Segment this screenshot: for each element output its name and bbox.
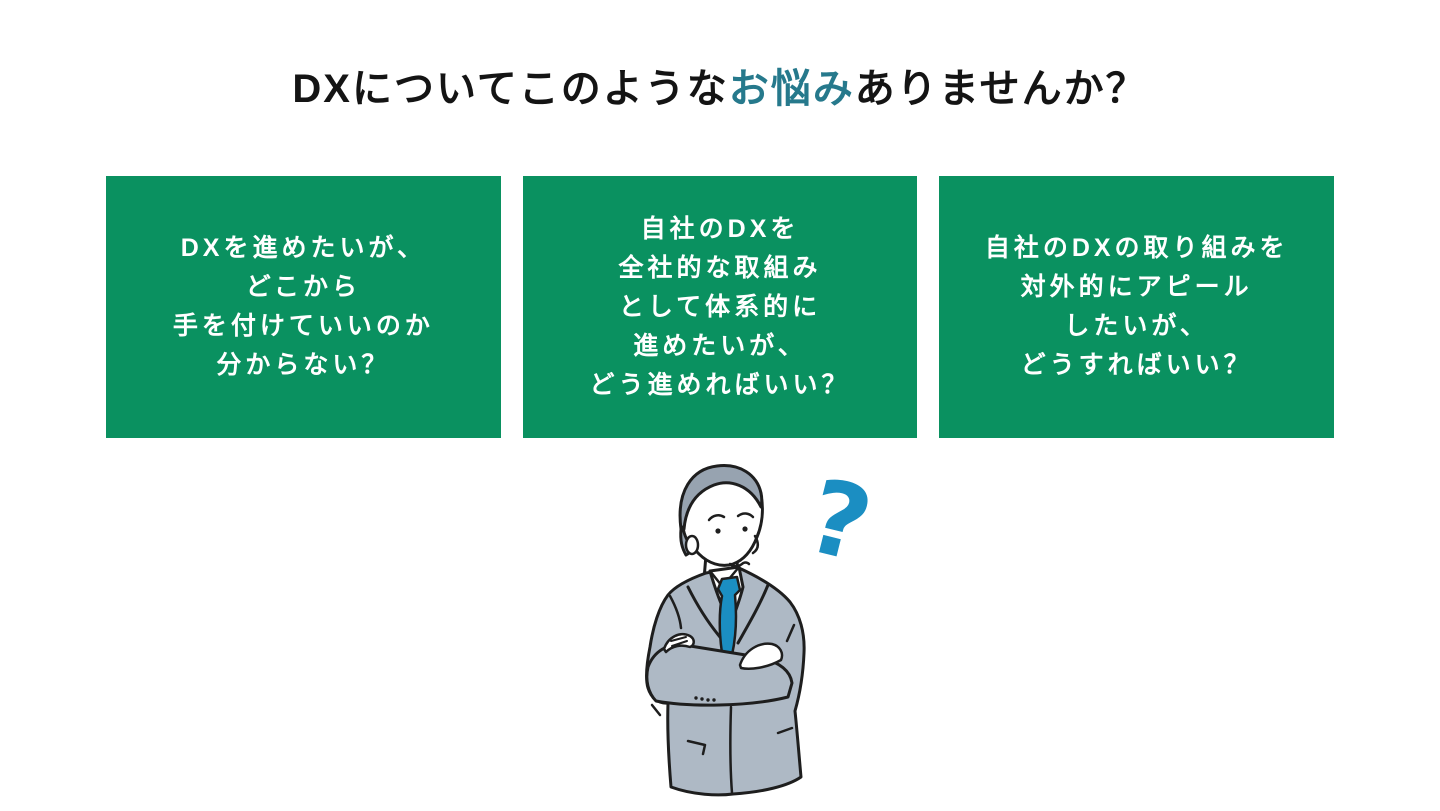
cuff-button xyxy=(694,696,698,700)
finger-line xyxy=(671,640,688,647)
card-line: 分からない？ xyxy=(216,351,391,379)
card-line: 全社的な取組み xyxy=(618,253,822,282)
seam-line xyxy=(668,594,683,630)
cuff-button xyxy=(706,698,710,702)
eyebrow xyxy=(736,512,755,519)
eyebrow xyxy=(707,514,726,522)
card-line: として体系的に xyxy=(618,292,822,321)
card-line: 自社のDXを xyxy=(640,214,800,243)
seam-line xyxy=(785,623,796,643)
cuff-button xyxy=(700,697,704,701)
hand xyxy=(738,642,784,670)
page-title: DXについてこのようなお悩みありませんか？ xyxy=(0,56,1440,114)
pain-point-card-3: 自社のDXの取り組みを 対外的にアピール したいが、 どうすればいい？ xyxy=(939,176,1335,438)
lapel-line xyxy=(686,585,722,639)
finger-line xyxy=(670,636,687,642)
card-line: 進めたいが、 xyxy=(633,331,807,360)
cuff-button xyxy=(712,698,716,702)
pocket-line xyxy=(776,726,794,735)
eye xyxy=(742,526,748,532)
card-line: どこから xyxy=(245,273,361,301)
card-line: 自社のDXの取り組みを xyxy=(984,234,1289,262)
mouth xyxy=(728,561,751,568)
pain-point-card-1: DXを進めたいが、 どこから 手を付けていいのか 分からない？ xyxy=(106,176,501,438)
card-line: どう進めればいい？ xyxy=(589,370,851,399)
title-highlight: お悩み xyxy=(728,67,855,111)
pain-points-row: DXを進めたいが、 どこから 手を付けていいのか 分からない？ 自社のDXを 全… xyxy=(106,176,1335,438)
nose xyxy=(751,534,759,555)
businessman-illustration: ? xyxy=(645,457,878,797)
lapel-line xyxy=(736,583,770,645)
title-suffix: ありませんか？ xyxy=(854,67,1148,111)
crease-line xyxy=(650,703,662,717)
card-line: どうすればいい？ xyxy=(1020,351,1253,379)
card-line: DXを進めたいが、 xyxy=(180,234,426,262)
card-line: したいが、 xyxy=(1064,312,1209,340)
card-line: 対外的にアピール xyxy=(1020,273,1253,301)
title-prefix: DXについてこのような xyxy=(292,67,729,111)
pain-point-card-2: 自社のDXを 全社的な取組み として体系的に 進めたいが、 どう進めればいい？ xyxy=(522,176,918,438)
card-line: 手を付けていいのか xyxy=(172,312,434,340)
eye xyxy=(715,528,721,534)
hair xyxy=(678,464,764,531)
ear xyxy=(684,534,700,556)
pocket-line xyxy=(686,739,707,756)
jacket-opening xyxy=(729,705,734,795)
question-mark-icon: ? xyxy=(796,457,878,587)
